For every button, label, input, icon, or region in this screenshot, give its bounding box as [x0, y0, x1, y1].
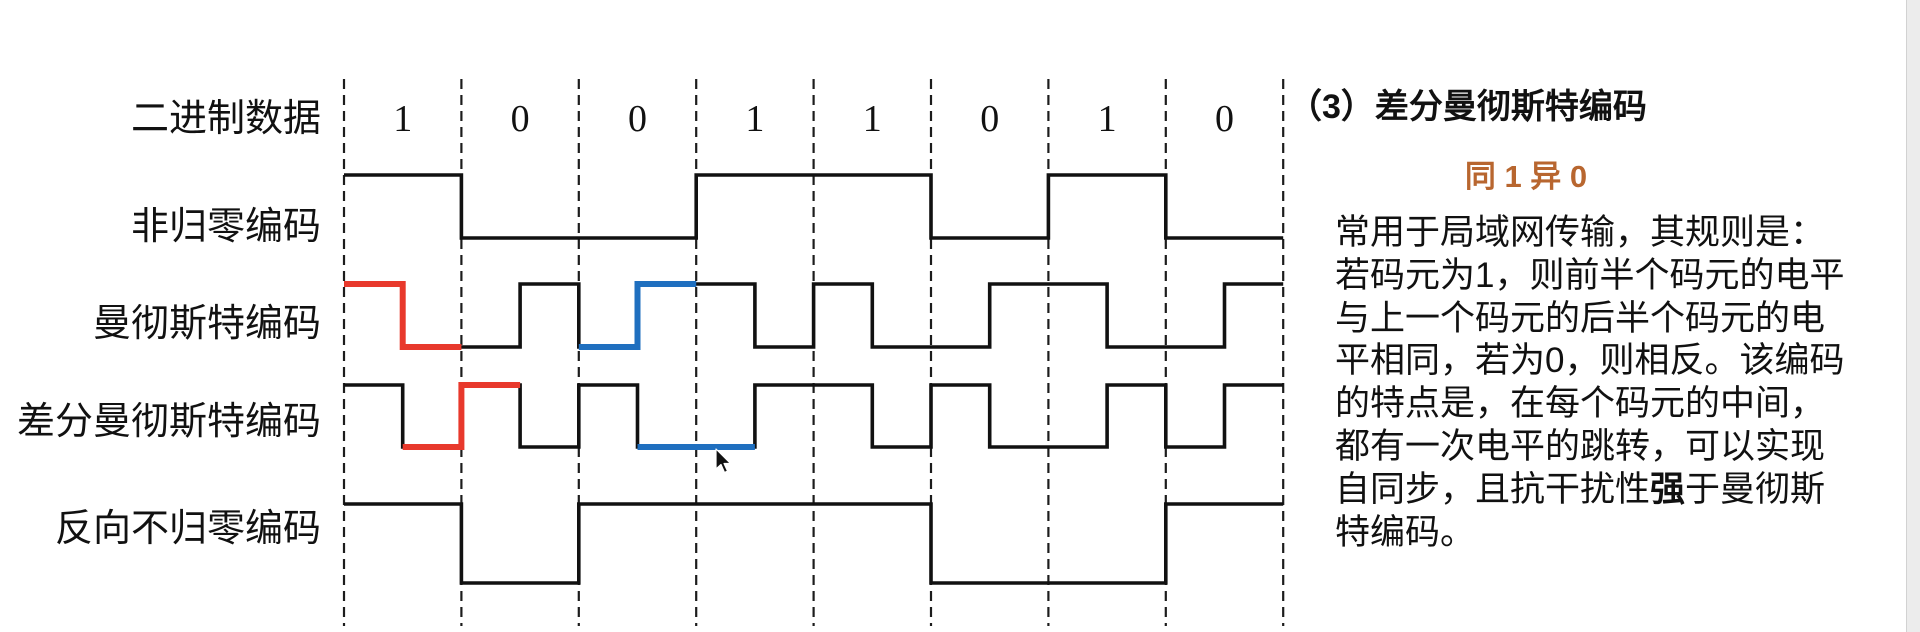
text-run: 若码元为1，则前半个码元的电平 [1335, 255, 1845, 295]
waveform-highlights [344, 281, 755, 450]
text-run: 常用于局域网传输，其规则是： [1335, 213, 1826, 252]
text-run: 自同步，且抗干扰性 [1335, 469, 1651, 509]
inverted-nrz-waveform [344, 502, 1284, 585]
manchester-waveform [344, 282, 1284, 349]
bit-value: 0 [980, 98, 999, 140]
emphasis-text: 强 [1650, 469, 1686, 509]
bit-value: 1 [1098, 98, 1117, 140]
text-run: 平相同，若为0，则相反。该编码 [1335, 341, 1845, 381]
waveforms [344, 173, 1284, 585]
description-line: 特编码。 [1335, 512, 1844, 555]
description-line: 自同步，且抗干扰性强于曼彻斯 [1335, 469, 1844, 512]
mouse-cursor-arrow [715, 448, 732, 474]
rule-summary: 同 1 异 0 [1464, 159, 1588, 194]
bit-value: 1 [393, 98, 412, 140]
differential-manchester-highlight-segment [402, 382, 521, 450]
manchester-highlight-segment [344, 281, 462, 350]
description-line: 的特点是，在每个码元的中间， [1335, 383, 1844, 426]
manchester-highlight-segment [578, 281, 697, 350]
row-label-inverted-nrz: 反向不归零编码 [55, 508, 321, 550]
text-run: 与上一个码元的后半个码元的电 [1335, 298, 1826, 338]
text-run: 都有一次电平的跳转，可以实现 [1335, 426, 1826, 466]
bit-value: 1 [745, 98, 764, 140]
bit-value: 0 [1215, 98, 1234, 140]
description-line: 常用于局域网传输，其规则是： [1335, 212, 1844, 255]
row-label-manchester: 曼彻斯特编码 [93, 303, 321, 345]
description-line: 都有一次电平的跳转，可以实现 [1335, 426, 1844, 469]
bit-value: 1 [863, 98, 882, 140]
text-run: 特编码。 [1335, 512, 1476, 552]
row-label-binary-data: 二进制数据 [131, 98, 321, 140]
section-title: （3）差分曼彻斯特编码 [1288, 88, 1647, 126]
description-line: 与上一个码元的后半个码元的电 [1335, 298, 1844, 341]
bit-value: 0 [628, 98, 647, 140]
row-label-differential-manchester: 差分曼彻斯特编码 [17, 401, 321, 443]
text-run: 的特点是，在每个码元的中间， [1335, 384, 1826, 424]
window-edge [1906, 0, 1920, 632]
nrz-waveform [344, 173, 1284, 240]
description-line: 平相同，若为0，则相反。该编码 [1335, 340, 1844, 383]
bit-boundary-grid [342, 79, 1285, 626]
binary-data-values: 1 0 0 1 1 0 1 0 [393, 98, 1234, 140]
bit-value: 0 [511, 98, 530, 140]
row-label-nrz: 非归零编码 [131, 206, 321, 248]
text-run: 于曼彻斯 [1685, 469, 1826, 509]
description-text: 常用于局域网传输，其规则是： 若码元为1，则前半个码元的电平 与上一个码元的后半… [1335, 212, 1844, 554]
mouse-cursor-icon [715, 448, 732, 474]
row-labels: 二进制数据 非归零编码 曼彻斯特编码 差分曼彻斯特编码 反向不归零编码 [17, 98, 321, 550]
description-line: 若码元为1，则前半个码元的电平 [1335, 255, 1844, 298]
